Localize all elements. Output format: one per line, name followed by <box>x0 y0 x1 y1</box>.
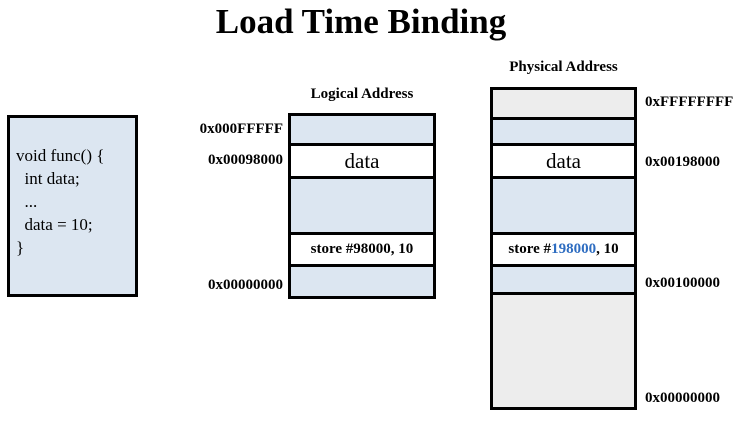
physical-address-bottom: 0x00000000 <box>645 390 720 406</box>
logical-segment-empty-top <box>291 116 433 143</box>
physical-address-column: data store #198000, 10 <box>490 87 637 410</box>
code-line: ... <box>16 192 38 211</box>
logical-store-instruction: store #98000, 10 <box>310 241 414 257</box>
physical-segment-reserved-top <box>493 90 634 117</box>
physical-segment-reserved-bottom <box>493 292 634 407</box>
physical-address-data: 0x00198000 <box>645 154 720 170</box>
store-prefix: store # <box>508 241 552 257</box>
code-line: int data; <box>16 169 80 188</box>
logical-segment-data: data <box>291 143 433 176</box>
physical-address-header: Physical Address <box>509 59 618 75</box>
logical-address-header: Logical Address <box>310 86 414 102</box>
physical-address-mid: 0x00100000 <box>645 275 720 291</box>
store-relocated-address: 198000 <box>551 241 597 257</box>
physical-segment-store: store #198000, 10 <box>493 232 634 264</box>
physical-segment-data: data <box>493 143 634 176</box>
physical-data-label: data <box>546 148 581 173</box>
store-suffix: , 10 <box>596 241 619 257</box>
code-line: data = 10; <box>16 215 93 234</box>
physical-address-top: 0xFFFFFFFF <box>645 94 734 110</box>
code-line: } <box>16 238 25 257</box>
logical-segment-empty-bottom <box>291 264 433 296</box>
logical-address-top: 0x000FFFFF <box>199 121 283 137</box>
physical-segment-empty-top <box>493 117 634 143</box>
code-line: void func() { <box>16 146 105 165</box>
physical-segment-empty-middle <box>493 176 634 232</box>
logical-address-data: 0x00098000 <box>208 152 283 168</box>
logical-segment-empty-middle <box>291 176 433 232</box>
logical-data-label: data <box>344 148 380 173</box>
physical-segment-empty-bottom <box>493 264 634 292</box>
page-title: Load Time Binding <box>215 2 507 41</box>
source-code-box: void func() { int data; ... data = 10; } <box>7 115 138 297</box>
physical-store-instruction: store #198000, 10 <box>508 241 618 258</box>
logical-address-column: data store #98000, 10 <box>288 113 436 299</box>
logical-address-bottom: 0x00000000 <box>208 277 283 293</box>
logical-segment-store: store #98000, 10 <box>291 232 433 264</box>
